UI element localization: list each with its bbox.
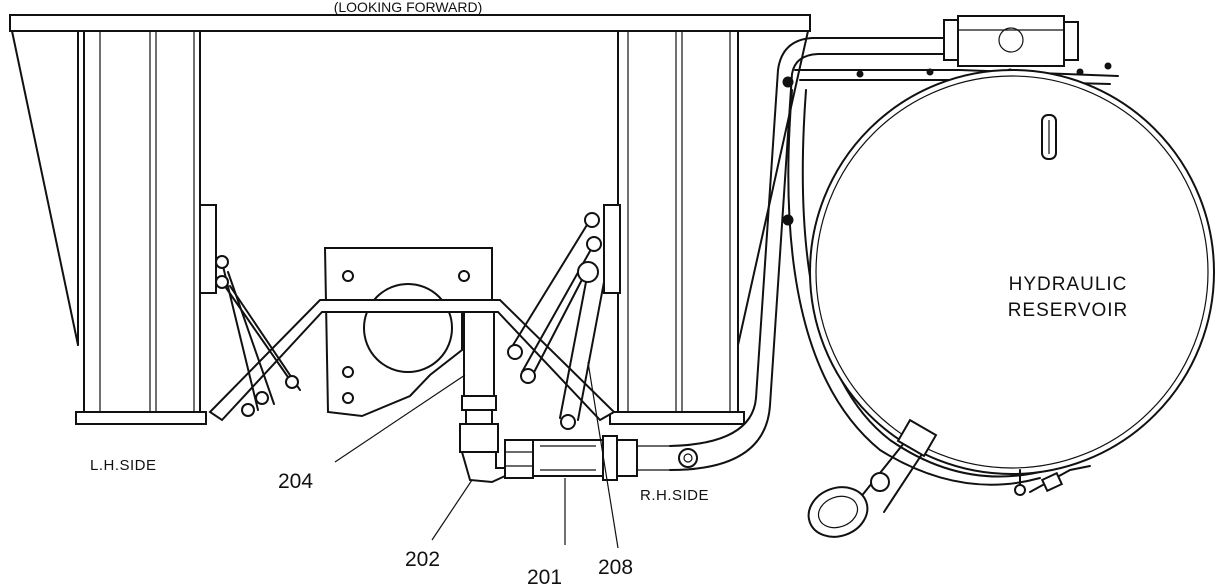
right-clamp-assembly (507, 212, 605, 430)
lh-side-label: L.H.SIDE (90, 457, 157, 474)
suction-outlet-tube (807, 418, 938, 538)
hydraulic-hose-line (669, 37, 956, 471)
vertical-fitting-204 (461, 311, 497, 425)
left-clamp-assembly (215, 255, 301, 417)
hydraulic-reservoir-tank: HYDRAULIC RESERVOIR (809, 69, 1215, 475)
reservoir-label-line1: HYDRAULIC (1009, 274, 1128, 295)
reservoir-label-line2: RESERVOIR (1008, 300, 1129, 321)
elbow-fitting-202 (459, 423, 506, 484)
callout-204: 204 (278, 470, 313, 493)
leader-lines (334, 361, 619, 549)
support-plate (208, 299, 616, 422)
reservoir-bottom-hardware (1014, 465, 1091, 496)
looking-forward-label: (LOOKING FORWARD) (334, 0, 483, 15)
right-side-rail (603, 30, 809, 425)
filler-cap (943, 15, 1079, 67)
left-side-rail (11, 30, 217, 425)
callout-202: 202 (405, 548, 440, 571)
callout-208: 208 (598, 556, 633, 579)
rh-side-label: R.H.SIDE (640, 487, 709, 504)
top-frame (9, 14, 811, 32)
hex-nut-fitting (504, 439, 534, 479)
hose-fitting-201 (532, 435, 670, 481)
callout-201: 201 (527, 566, 562, 588)
